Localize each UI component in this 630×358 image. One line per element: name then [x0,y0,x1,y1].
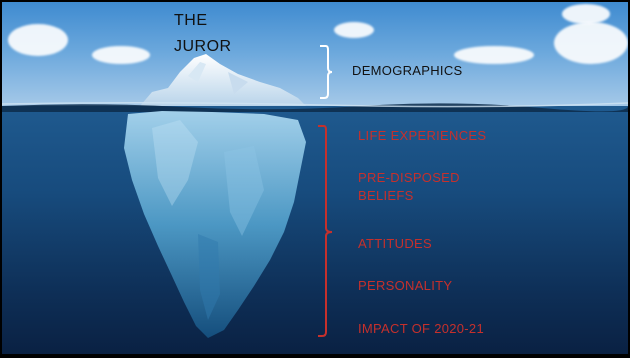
cloud [334,22,374,38]
label-pre-disposed: PRE-DISPOSED [358,170,460,185]
label-attitudes: ATTITUDES [358,236,432,251]
label-beliefs: BELIEFS [358,188,414,203]
cloud [92,46,150,64]
title-line-1: THE [174,12,208,29]
slide: THE JUROR DEMOGRAPHICS LIFE EXPERIENCES … [2,2,628,354]
below-water-brace [318,125,333,337]
iceberg-scene [2,45,628,338]
label-demographics: DEMOGRAPHICS [352,63,463,78]
title-line-2: JUROR [174,38,232,55]
iceberg-tip [140,54,306,106]
above-water-brace [320,45,333,99]
label-personality: PERSONALITY [358,278,453,293]
cloud [562,4,610,24]
waterline [2,103,628,112]
sea-background [2,106,628,354]
cloud [554,22,628,64]
cloud [8,24,68,56]
label-impact: IMPACT OF 2020-21 [358,321,484,336]
cloud [454,46,534,64]
slide-title: THE JUROR [174,8,232,60]
label-life-experiences: LIFE EXPERIENCES [358,128,487,143]
iceberg-underwater [124,111,306,338]
